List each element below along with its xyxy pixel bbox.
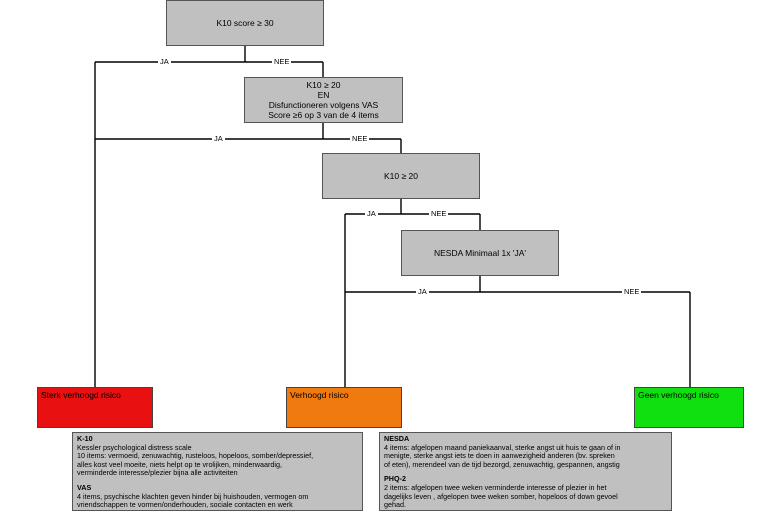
decision-k10-score-30: K10 score ≥ 30 bbox=[166, 0, 324, 46]
node-label-line3: Disfunctioneren volgens VAS bbox=[268, 100, 379, 110]
legend-vas-line1: 4 items, psychische klachten geven hinde… bbox=[77, 491, 309, 501]
node-label-line1: K10 ≥ 20 bbox=[306, 80, 341, 90]
legend-k10-line3: alles kost veel moeite, niets helpt op t… bbox=[77, 459, 282, 469]
legend-vas-line2: vriendschappen te vormen/onderhouden, so… bbox=[77, 500, 293, 510]
legend-phq-line3: gehad. bbox=[384, 500, 406, 510]
outcome-high-risk: Sterk verhoogd risico bbox=[37, 387, 153, 428]
legend-phq-line2: dagelijks leven , afgelopen twee weken s… bbox=[384, 491, 618, 501]
legend-k10-title: K-10 bbox=[77, 434, 93, 443]
node-label: NESDA Minimaal 1x 'JA' bbox=[433, 248, 527, 258]
legend-vas-title: VAS bbox=[77, 482, 92, 492]
edge-label-no-1: NEE bbox=[272, 57, 292, 66]
outcome-no-risk: Geen verhoogd risico bbox=[634, 387, 744, 428]
legend-nesda-phq: NESDA 4 items: afgelopen maand paniekaan… bbox=[379, 432, 672, 511]
edge-label-no-3: NEE bbox=[429, 209, 449, 218]
legend-nesda-line2: menigte, sterke angst iets te doen in aa… bbox=[384, 451, 615, 461]
node-label: K10 ≥ 20 bbox=[384, 171, 418, 181]
node-label-line2: EN bbox=[317, 90, 330, 100]
edge-label-yes-3: JA bbox=[365, 209, 378, 218]
decision-nesda: NESDA Minimaal 1x 'JA' bbox=[401, 230, 559, 276]
outcome-label: Verhoogd risico bbox=[290, 390, 349, 400]
outcome-label: Sterk verhoogd risico bbox=[41, 390, 121, 400]
legend-phq-title: PHQ-2 bbox=[384, 474, 406, 484]
node-label: K10 score ≥ 30 bbox=[216, 18, 274, 28]
edge-label-yes-4: JA bbox=[416, 287, 429, 296]
legend-k10-line1: Kessler psychological distress scale bbox=[77, 442, 192, 452]
edge-label-no-2: NEE bbox=[350, 134, 370, 143]
node-label-line4: Score ≥6 op 3 van de 4 items bbox=[268, 110, 379, 120]
edge-label-yes-2: JA bbox=[212, 134, 225, 143]
decision-k10-20: K10 ≥ 20 bbox=[322, 153, 480, 199]
legend-k10-vas: K-10 Kessler psychological distress scal… bbox=[72, 432, 363, 511]
legend-k10-line2: 10 items: vermoeid, zenuwachtig, rustelo… bbox=[77, 451, 314, 461]
legend-nesda-title: NESDA bbox=[384, 434, 410, 443]
legend-nesda-line3: of eten), merendeel van de tijd bezorgd,… bbox=[384, 459, 620, 469]
legend-k10-line4: verminderde interesse/plezier bijna alle… bbox=[77, 468, 238, 478]
legend-nesda-line1: 4 items: afgelopen maand paniekaanval, s… bbox=[384, 442, 621, 452]
edge-label-no-4: NEE bbox=[622, 287, 642, 296]
legend-phq-line1: 2 items: afgelopen twee weken verminderd… bbox=[384, 482, 607, 492]
edge-label-yes-1: JA bbox=[158, 57, 171, 66]
outcome-label: Geen verhoogd risico bbox=[638, 390, 719, 400]
outcome-medium-risk: Verhoogd risico bbox=[286, 387, 402, 428]
decision-k10-20-and-vas: K10 ≥ 20 EN Disfunctioneren volgens VAS … bbox=[244, 77, 403, 123]
